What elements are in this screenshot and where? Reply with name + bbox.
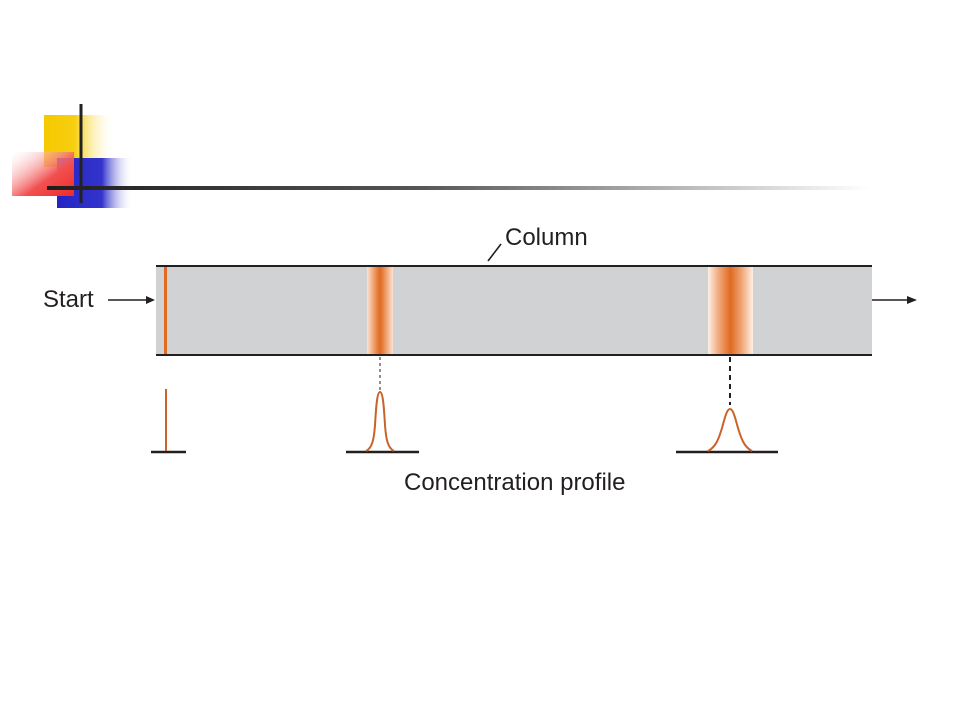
start-label: Start bbox=[43, 286, 94, 313]
late-profile bbox=[676, 407, 778, 454]
column bbox=[156, 265, 872, 356]
column-body bbox=[156, 266, 872, 355]
middle-profile bbox=[346, 390, 419, 454]
decor-horizontal-rule bbox=[47, 186, 870, 190]
exit-arrow bbox=[872, 296, 917, 304]
title-decoration bbox=[12, 104, 870, 208]
column-label-leader bbox=[487, 243, 502, 262]
start-arrow bbox=[108, 296, 155, 304]
middle-band bbox=[367, 267, 393, 354]
column-label: Column bbox=[505, 224, 588, 251]
late-band bbox=[708, 267, 753, 354]
concentration-profile-label: Concentration profile bbox=[404, 469, 625, 496]
initial-profile bbox=[151, 389, 186, 454]
initial-band bbox=[164, 267, 167, 354]
